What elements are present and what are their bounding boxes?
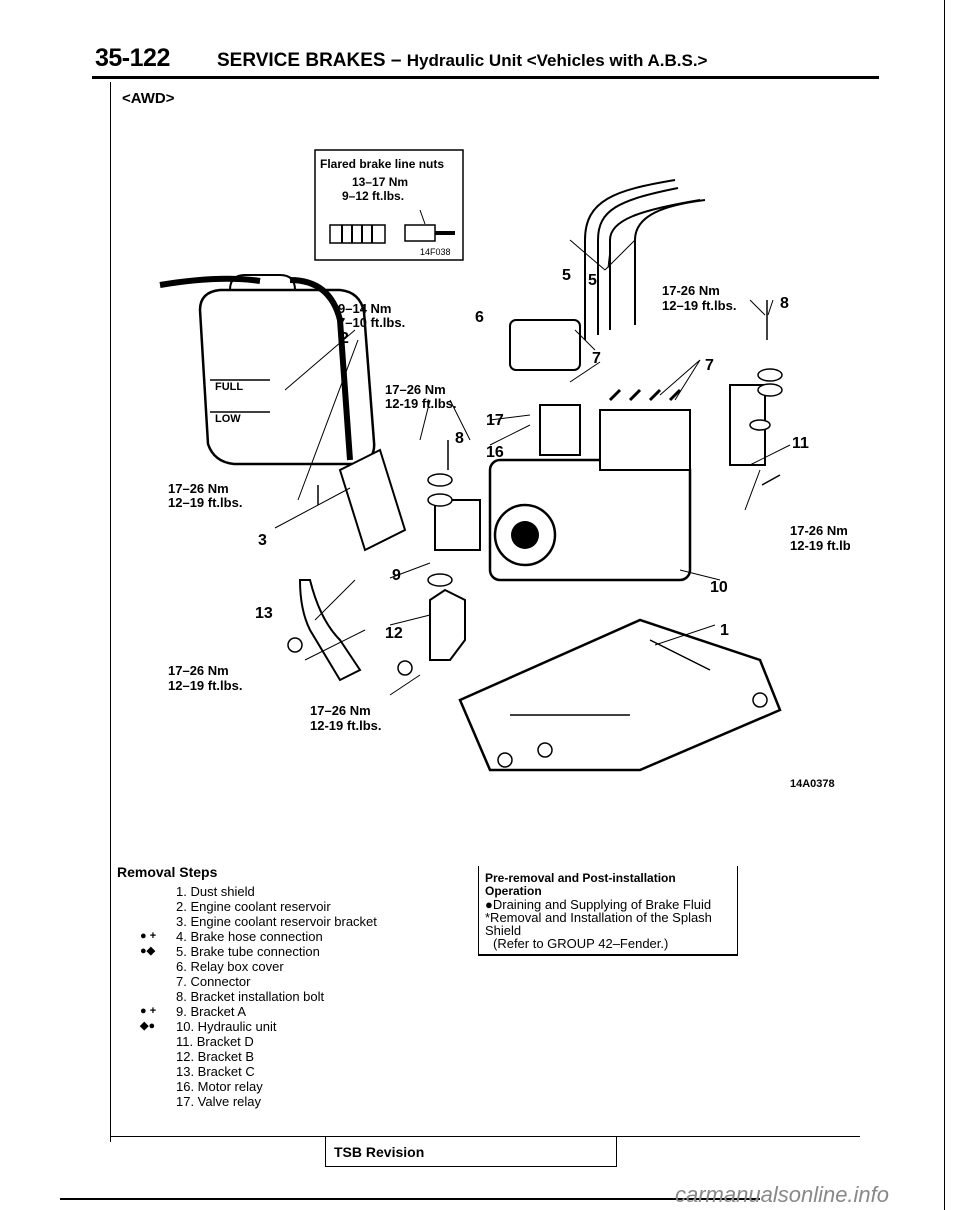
title-dash: – (390, 50, 402, 71)
step-text: 3. Engine coolant reservoir bracket (176, 914, 377, 929)
label-9: 9 (392, 567, 401, 584)
header-rule (92, 76, 879, 79)
bracket-b (429, 588, 466, 661)
variant-label: <AWD> (122, 90, 175, 107)
label-5b: 5 (588, 272, 597, 289)
coolant-reservoir: FULL LOW (159, 274, 376, 466)
torque-topright-nm: 17-26 Nm (662, 283, 720, 298)
figure-code: 14A0378 (790, 778, 835, 790)
label-5a: 5 (562, 267, 571, 284)
step-mark: ● + (140, 1005, 157, 1017)
label-7b: 7 (705, 357, 714, 374)
step-mark: ◆● (140, 1020, 156, 1032)
step-text: 2. Engine coolant reservoir (176, 899, 331, 914)
label-17: 17 (486, 412, 504, 429)
torque-topright-ftlbs: 12–19 ft.lbs. (662, 298, 736, 313)
label-8a: 8 (780, 295, 789, 312)
step-text: 1. Dust shield (176, 884, 255, 899)
torque-bottomleft-ftlbs: 12–19 ft.lbs. (168, 678, 242, 693)
valve-relay (539, 404, 581, 456)
step-text: 17. Valve relay (176, 1094, 262, 1109)
tsb-revision-box: TSB Revision (325, 1136, 617, 1167)
note-line-1: ●Draining and Supplying of Brake Fluid (485, 897, 712, 912)
reservoir-full-mark: FULL (215, 381, 243, 393)
part-numbers: 2 3 5 5 6 7 7 8 8 9 10 11 12 13 16 17 1 (255, 267, 809, 642)
dust-shield (458, 618, 782, 772)
step-mark: ●◆ (140, 945, 156, 957)
step-text: 16. Motor relay (176, 1079, 263, 1094)
bracket-a (434, 499, 481, 551)
torque-center-nm: 17–26 Nm (385, 382, 446, 397)
torque-center-ftlbs: 12-19 ft.lbs. (385, 396, 457, 411)
note-line-2: *Removal and Installation of the Splash … (485, 910, 712, 938)
torque-bottomleft-nm: 17–26 Nm (168, 663, 229, 678)
step-text: 10. Hydraulic unit (176, 1019, 277, 1034)
label-3: 3 (258, 532, 267, 549)
callout-ftlbs: 9–12 ft.lbs. (342, 189, 404, 203)
torque-right-nm: 17-26 Nm (790, 523, 848, 538)
pre-post-operation-box: Pre-removal and Post-installation Operat… (478, 866, 738, 956)
step-text: 4. Brake hose connection (176, 929, 323, 944)
tsb-revision-label: TSB Revision (334, 1144, 425, 1160)
torque-bottomcenter-ftlbs: 12-19 ft.lbs. (310, 718, 382, 733)
torque-left-nm: 17–26 Nm (168, 481, 229, 496)
page-number: 35-122 (95, 44, 170, 72)
step-text: 8. Bracket installation bolt (176, 989, 325, 1004)
label-8b: 8 (455, 430, 464, 447)
label-2: 2 (340, 330, 349, 347)
callout-nm: 13–17 Nm (352, 175, 408, 189)
step-text: 11. Bracket D (176, 1034, 254, 1049)
torque-right-ftlbs: 12-19 ft.lbs. (790, 538, 850, 553)
label-16: 16 (486, 444, 504, 461)
brake-lines (584, 179, 706, 340)
note-title: Pre-removal and Post-installation Operat… (485, 871, 676, 898)
footer-rule (110, 1136, 860, 1137)
label-6: 6 (475, 309, 484, 326)
section-name: SERVICE BRAKES (217, 50, 386, 71)
leader-lines (274, 299, 791, 696)
callout-code: 14F038 (420, 247, 451, 257)
label-13: 13 (255, 605, 273, 622)
step-text: 9. Bracket A (176, 1004, 247, 1019)
step-text: 12. Bracket B (176, 1049, 255, 1064)
label-11: 11 (792, 435, 809, 452)
callout-box: Flared brake line nuts 13–17 Nm 9–12 ft.… (314, 149, 464, 261)
torque-bottomcenter-nm: 17–26 Nm (310, 703, 371, 718)
section-title: SERVICE BRAKES – Hydraulic Unit <Vehicle… (217, 50, 707, 72)
callout-title: Flared brake line nuts (320, 157, 444, 171)
page-header: 35-122 SERVICE BRAKES – Hydraulic Unit <… (95, 44, 865, 76)
left-margin-line (110, 82, 111, 1142)
torque-9-14-nm: 9–14 Nm (338, 301, 391, 316)
relay-box-cover (509, 319, 581, 371)
bolts-washers (287, 300, 783, 768)
bottom-scan-line (60, 1198, 760, 1200)
right-margin-line (944, 0, 945, 1210)
step-text: 7. Connector (176, 974, 251, 989)
exploded-diagram: Flared brake line nuts 13–17 Nm 9–12 ft.… (159, 149, 850, 772)
note-line-3: (Refer to GROUP 42–Fender.) (493, 936, 669, 951)
torque-7-10-ftlbs: 7–10 ft.lbs. (338, 315, 405, 330)
subsection-name: Hydraulic Unit <Vehicles with A.B.S.> (406, 51, 708, 70)
step-text: 5. Brake tube connection (176, 944, 320, 959)
reservoir-low-mark: LOW (215, 413, 241, 425)
step-mark: ● + (140, 930, 157, 942)
reservoir-bracket (338, 448, 407, 552)
torque-left-ftlbs: 12–19 ft.lbs. (168, 495, 242, 510)
hydraulic-unit (488, 388, 692, 582)
label-1: 1 (720, 622, 729, 639)
step-text: 13. Bracket C (176, 1064, 255, 1079)
step-text: 6. Relay box cover (176, 959, 284, 974)
bracket-c (298, 579, 362, 682)
watermark: carmanualsonline.info (675, 1182, 890, 1207)
label-7a: 7 (592, 350, 601, 367)
removal-steps-title: Removal Steps (117, 864, 218, 880)
label-10: 10 (710, 579, 728, 596)
label-12: 12 (385, 625, 403, 642)
